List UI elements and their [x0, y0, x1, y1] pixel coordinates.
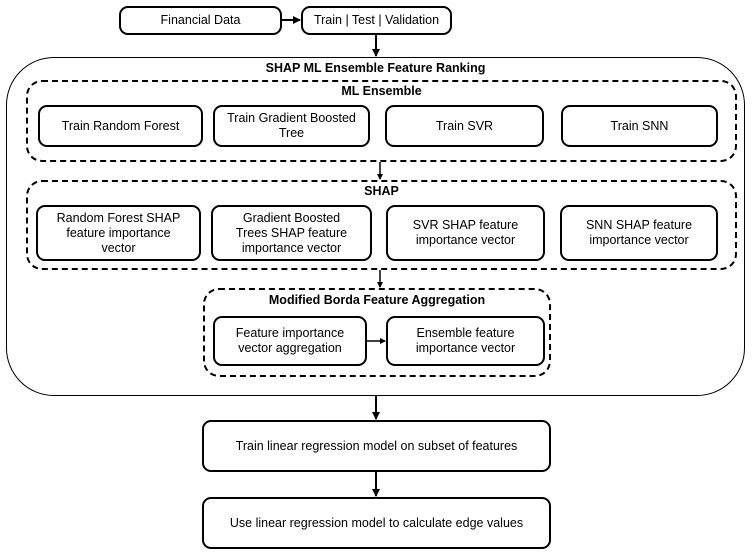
ml-ensemble-group [26, 80, 737, 162]
train-snn-node: Train SNN [561, 105, 718, 147]
train-svr-node: Train SVR [385, 105, 544, 147]
svr-shap-node: SVR SHAP feature importance vector [386, 205, 545, 261]
feature-importance-aggregation-node: Feature importance vector aggregation [213, 316, 367, 366]
financial-data-node: Financial Data [119, 6, 282, 35]
shap-ml-ensemble-title: SHAP ML Ensemble Feature Ranking [265, 61, 486, 75]
random-forest-shap-node: Random Forest SHAP feature importance ve… [36, 205, 201, 261]
ensemble-feature-importance-node: Ensemble feature importance vector [386, 316, 545, 366]
modified-borda-group [203, 288, 551, 377]
use-linear-regression-node: Use linear regression model to calculate… [202, 497, 551, 549]
shap-group [26, 180, 737, 270]
train-test-validation-node: Train | Test | Validation [301, 6, 452, 35]
shap-ml-ensemble-block [6, 57, 745, 396]
train-gradient-boosted-tree-node: Train Gradient Boosted Tree [213, 105, 370, 147]
train-linear-regression-node: Train linear regression model on subset … [202, 420, 551, 472]
modified-borda-title: Modified Borda Feature Aggregation [268, 293, 486, 307]
snn-shap-node: SNN SHAP feature importance vector [560, 205, 718, 261]
train-random-forest-node: Train Random Forest [38, 105, 203, 147]
shap-title: SHAP [364, 184, 399, 198]
gradient-boosted-trees-shap-node: Gradient Boosted Trees SHAP feature impo… [211, 205, 372, 261]
ml-ensemble-title: ML Ensemble [341, 84, 422, 98]
